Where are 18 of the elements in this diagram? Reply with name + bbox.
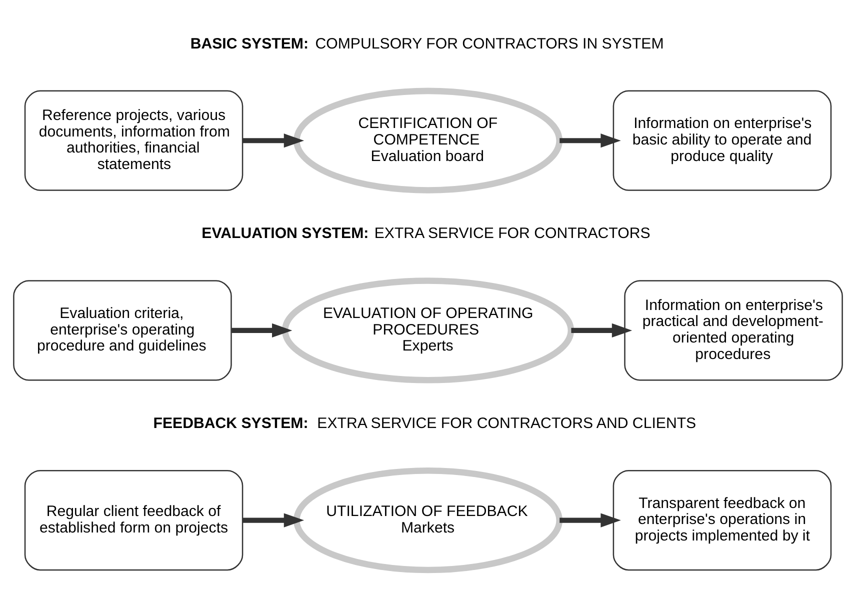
node-box: Transparent feedback on enterprise's operations in projects implemented by it <box>612 470 832 571</box>
node-ellipse: EVALUATION OF OPERATING PROCEDURES Experts <box>282 278 574 384</box>
arrow <box>571 323 632 338</box>
node-box: Information on enterprise's practical and development-oriented operating procedures <box>624 280 843 381</box>
arrow <box>242 513 304 528</box>
arrow <box>560 134 621 148</box>
label: FEEDBACK SYSTEM: EXTRA SERVICE FOR CONTRACTORS AND CLIENTS <box>153 415 696 432</box>
node-box: Regular client feedback of established form on projects <box>24 470 244 571</box>
node-ellipse: CERTIFICATION OF COMPETENCE Evaluation board <box>293 88 563 194</box>
node-ellipse: UTILIZATION OF FEEDBACK Markets <box>293 468 563 574</box>
node-box: Information on enterprise's basic ability to operate and produce quality <box>612 90 832 191</box>
arrow <box>242 134 304 148</box>
label: EVALUATION SYSTEM: EXTRA SERVICE FOR CONTRACTORS <box>202 225 650 242</box>
arrow <box>232 323 292 338</box>
node-box: Evaluation criteria, enterprise's operating procedure and guidelines <box>13 280 232 381</box>
arrow <box>560 513 621 528</box>
label: BASIC SYSTEM: COMPULSORY FOR CONTRACTORS IN SYSTEM <box>190 35 664 52</box>
node-box: Reference projects, various documents, information from authorities, financial statements <box>24 90 244 191</box>
